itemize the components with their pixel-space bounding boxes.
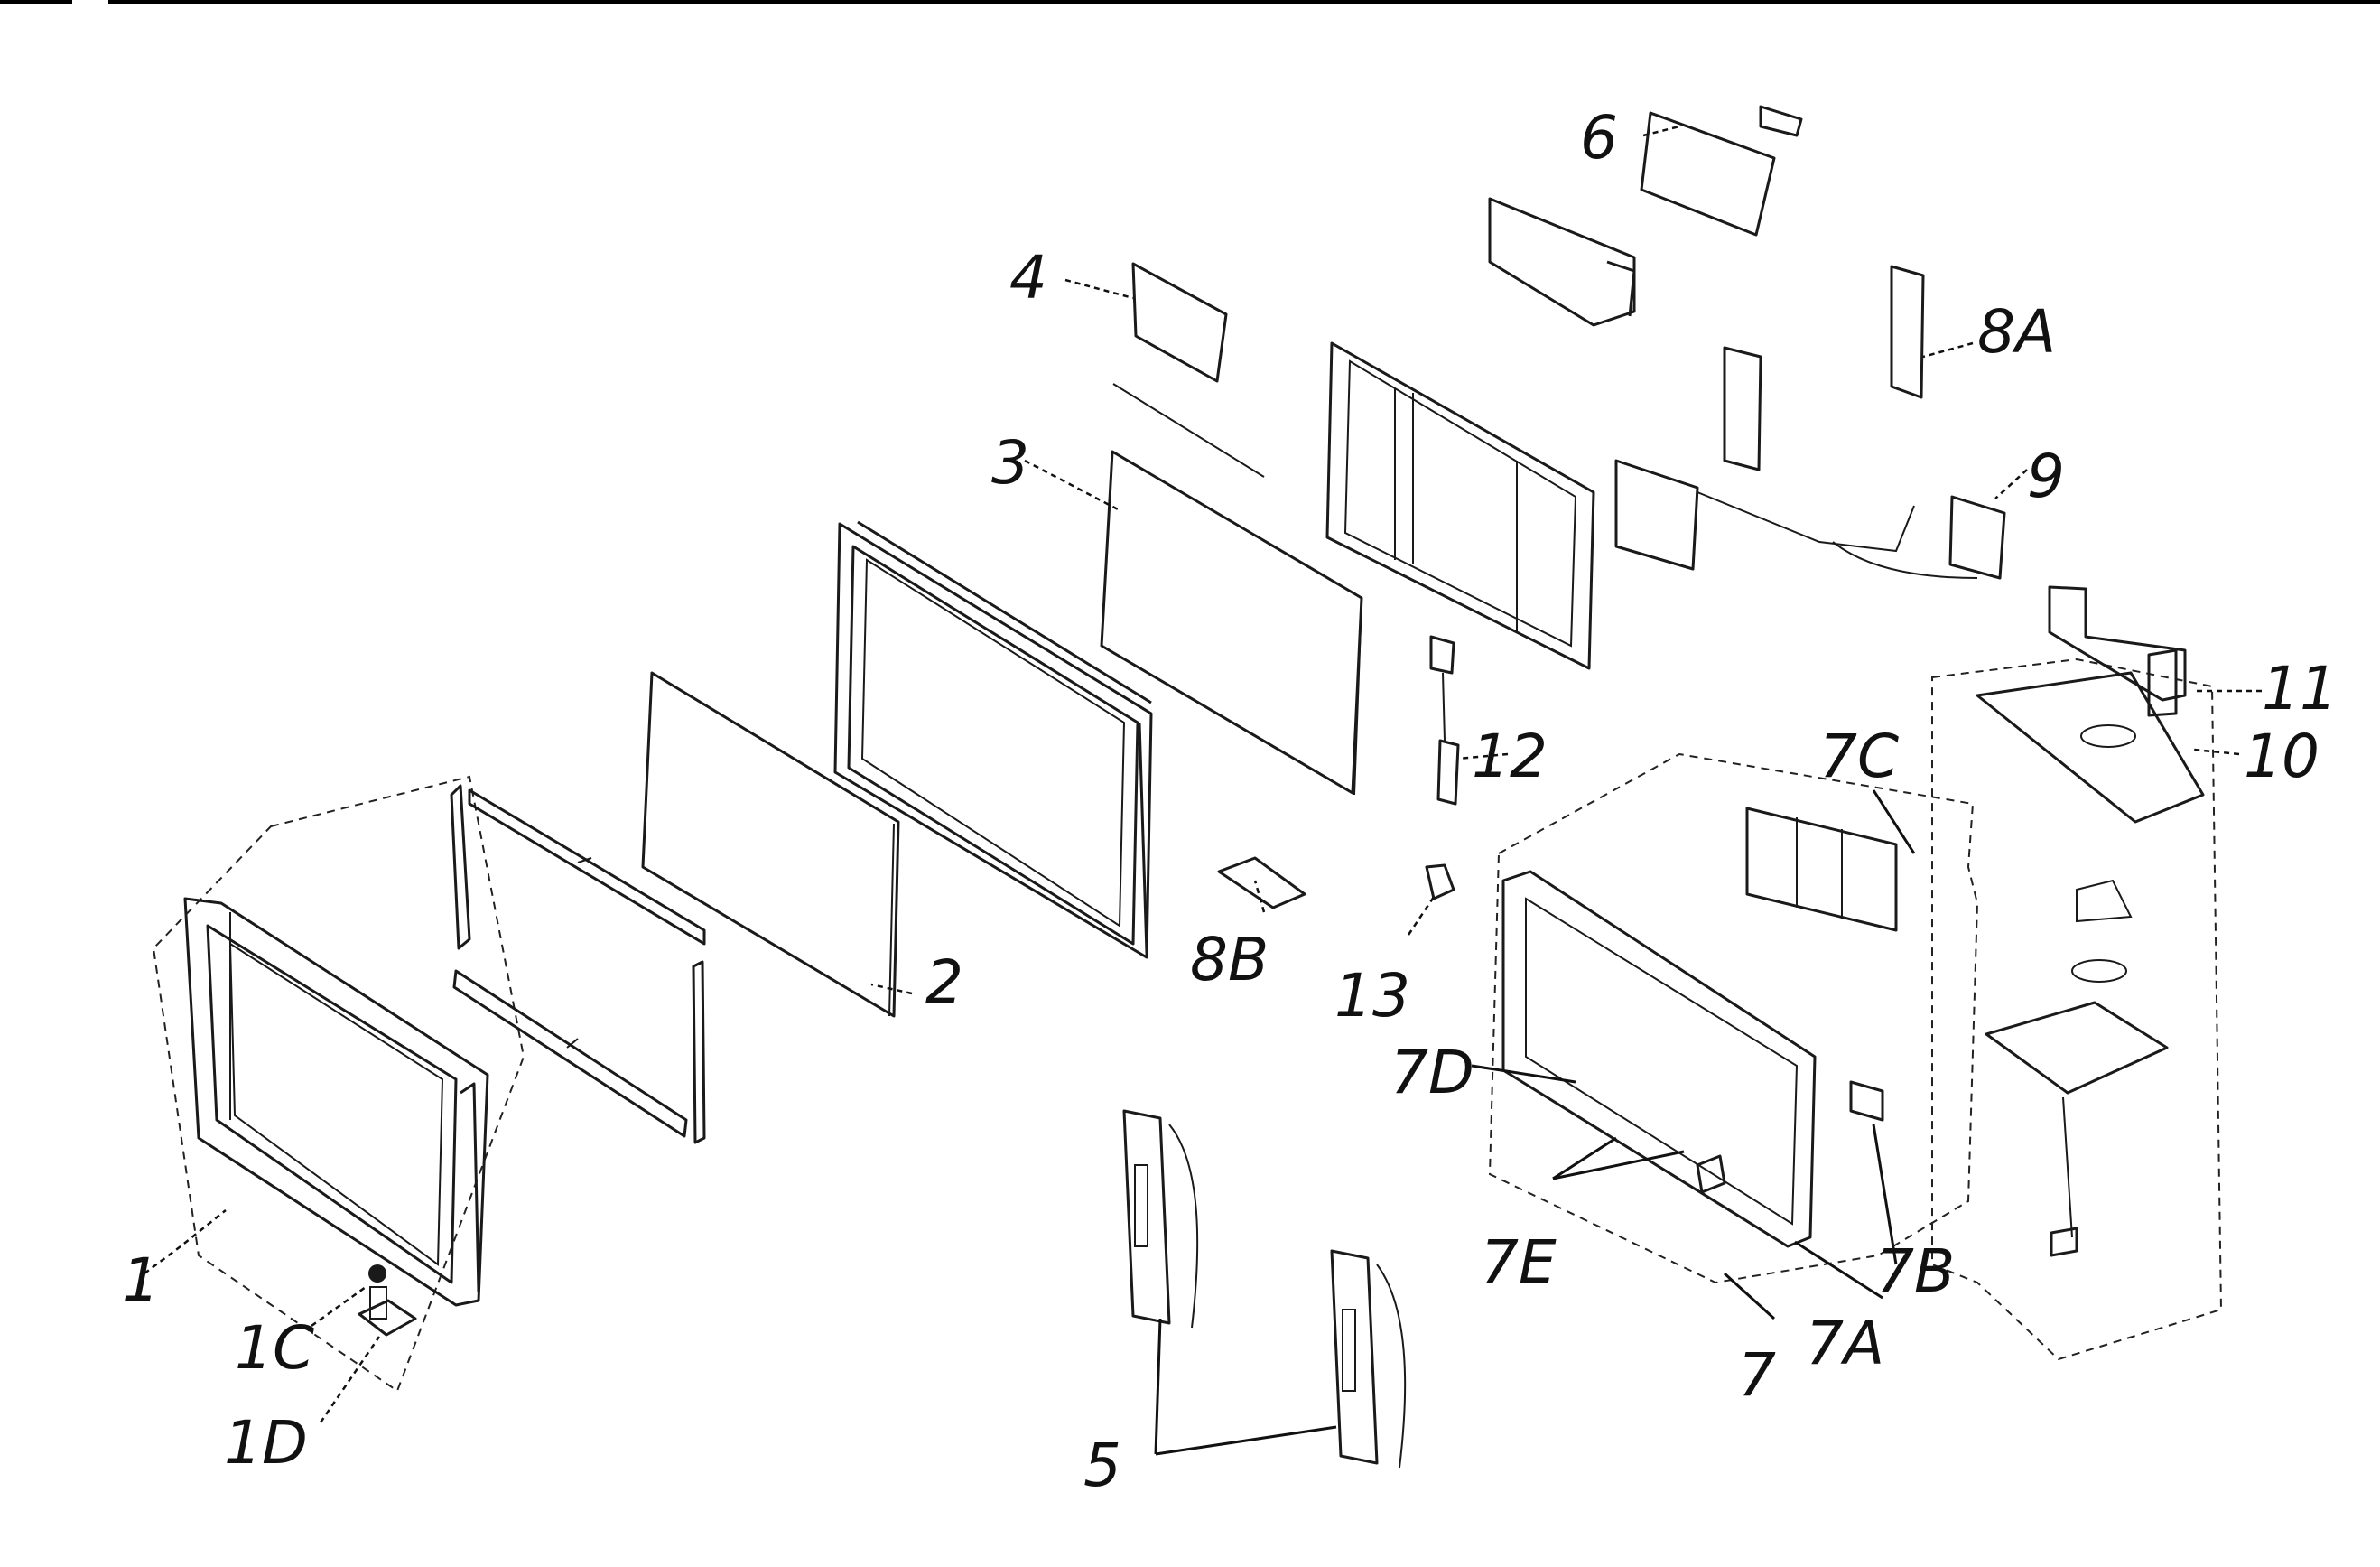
label-7e: 7E [1481,1227,1557,1297]
part-8b-bracket [1217,856,1306,909]
label-5: 5 [1083,1431,1121,1500]
label-9: 9 [2027,442,2065,511]
part-10-top-plate [1976,671,2205,824]
label-8a: 8A [1977,297,2056,367]
label-2: 2 [925,947,963,1017]
part-8a-board [1890,265,1925,399]
inner-cabinet-frame [833,520,1153,959]
label-11: 11 [2262,654,2338,723]
label-7c: 7C [1819,722,1899,791]
label-13: 13 [1334,961,1410,1031]
part-11-mount-bracket [2048,585,2187,717]
part-3-lcd-panel [1100,450,1363,796]
label-7d: 7D [1390,1038,1474,1107]
part-9-bracket-assembly [1614,346,2006,580]
part-4-circuit-board [1112,262,1265,478]
label-4: 4 [1009,243,1047,312]
part-5-left-speaker [1122,1109,1199,1329]
label-6: 6 [1580,103,1618,173]
label-10: 10 [2244,722,2320,791]
leader-lines [144,125,2262,1456]
part-1-front-bezel [152,775,525,1393]
chassis-frame [1325,341,1595,670]
part-6-board-assembly [1488,105,1803,327]
part-7c-pads [1745,807,1898,932]
label-1: 1 [122,1245,160,1315]
side-trim-rails [450,784,706,1144]
label-1c: 1C [235,1313,314,1383]
label-7: 7 [1738,1340,1776,1410]
part-labels: 1 1C 1D 2 3 4 5 6 7 7A 7B 7C 7D 7E 8A 8B… [122,103,2338,1500]
label-12: 12 [1472,722,1548,791]
pedestal-base-components [1985,879,2169,1257]
label-8b: 8B [1190,925,1269,994]
part-1c-knob [368,1264,386,1283]
part-7-rear-cabinet [1488,752,1979,1284]
part-2-screen-panel [641,671,900,1018]
label-7a: 7A [1806,1309,1884,1378]
part-12-component [1429,635,1460,806]
pedestal-enclosure [1931,658,2223,1361]
label-1d: 1D [224,1408,308,1478]
part-1d-switch [358,1286,417,1337]
label-3: 3 [991,428,1029,498]
label-7b: 7B [1876,1236,1955,1306]
part-5-right-speaker [1330,1249,1407,1469]
part-7b-plate [1849,1080,1884,1122]
part-13-clip [1425,863,1455,900]
